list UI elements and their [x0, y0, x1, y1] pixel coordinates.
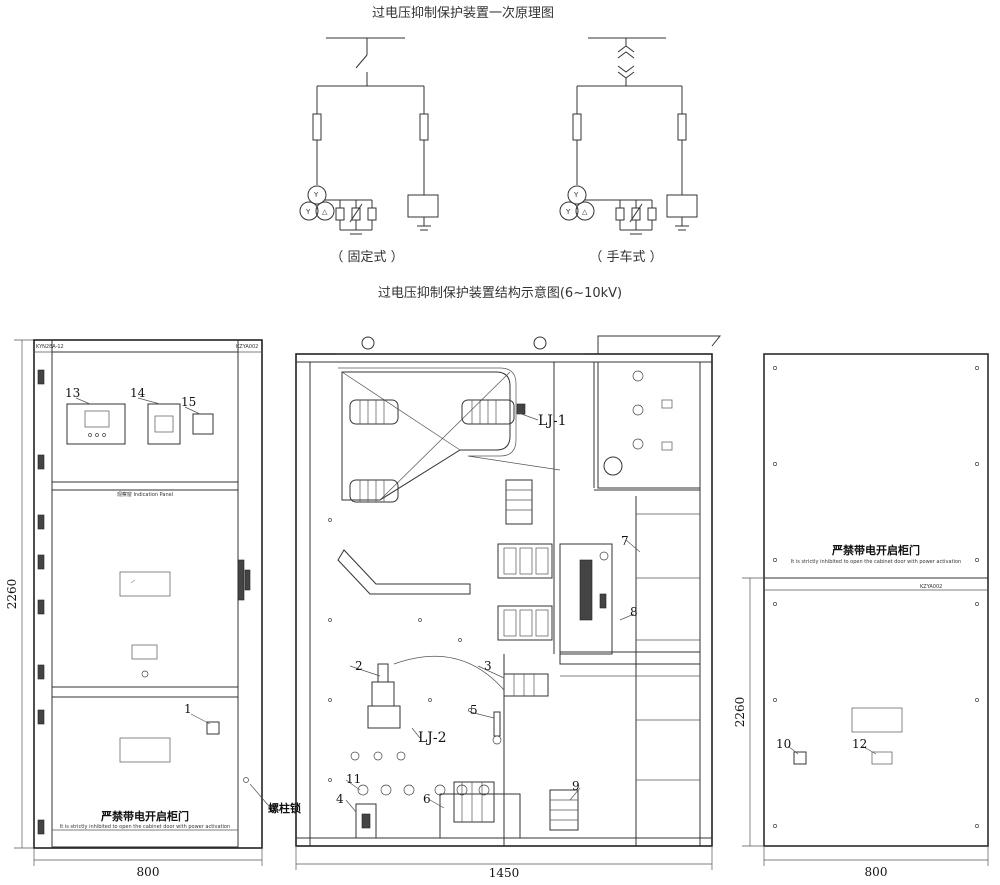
side-section-view: [295, 335, 722, 870]
callout-13: 13: [65, 386, 80, 400]
svg-text:Y: Y: [565, 208, 571, 216]
side-width-dim: 1450: [489, 866, 520, 880]
front-cabinet-view: [14, 339, 269, 866]
fixed-type-caption: （ 固定式 ）: [330, 250, 403, 265]
callout-15: 15: [181, 395, 196, 409]
bolt-lock-label: 螺柱锁: [268, 801, 301, 815]
callout-7: 7: [621, 534, 629, 548]
callout-2: 2: [355, 659, 363, 673]
svg-text:Y: Y: [313, 191, 319, 199]
left-mid-plate: 观察窗 Indication Panel: [117, 491, 173, 498]
callout-12: 12: [852, 737, 867, 751]
busbar-insulators: [349, 399, 533, 525]
callout-5: 5: [470, 703, 478, 717]
left-width-dim: 800: [137, 865, 160, 879]
callout-11: 11: [346, 772, 361, 786]
svg-text:△: △: [582, 208, 588, 216]
schematic-title: 过电压抑制保护装置一次原理图: [372, 5, 554, 21]
svg-text:△: △: [322, 208, 328, 216]
right-width-dim: 800: [865, 865, 888, 879]
callout-9: 9: [572, 779, 580, 793]
callout-4: 4: [336, 792, 344, 806]
callout-8: 8: [630, 605, 638, 619]
right-warning: 严禁带电开启柜门: [831, 543, 920, 557]
trolley-type-schematic: Y Y △: [559, 37, 698, 235]
left-code-label: KZYA002: [236, 344, 258, 350]
left-height-dim: 2260: [5, 579, 19, 610]
left-model-label: KYN28A-12: [36, 344, 64, 350]
callout-3: 3: [484, 659, 492, 673]
callout-6: 6: [423, 792, 431, 806]
rear-cabinet-view: [742, 353, 989, 866]
right-height-dim: 2260: [733, 697, 747, 728]
right-warning-en: It is strictly inhibited to open the cab…: [791, 559, 961, 565]
right-code-label: KZYA002: [920, 584, 942, 590]
callout-1: 1: [184, 702, 192, 716]
svg-text:Y: Y: [305, 208, 311, 216]
left-warning: 严禁带电开启柜门: [100, 809, 189, 823]
label-lj2: LJ-2: [418, 730, 447, 746]
label-lj1: LJ-1: [538, 413, 567, 429]
callout-14: 14: [130, 386, 146, 400]
left-warning-en: It is strictly inhibited to open the cab…: [60, 824, 230, 830]
structure-title: 过电压抑制保护装置结构示意图(6~10kV): [378, 285, 622, 301]
fixed-type-schematic: Y Y △: [299, 37, 439, 235]
trolley-type-caption: （ 手车式 ）: [589, 249, 662, 265]
callout-10: 10: [776, 737, 791, 751]
circuit-breaker-contacts: [497, 543, 701, 677]
svg-text:Y: Y: [573, 191, 579, 199]
